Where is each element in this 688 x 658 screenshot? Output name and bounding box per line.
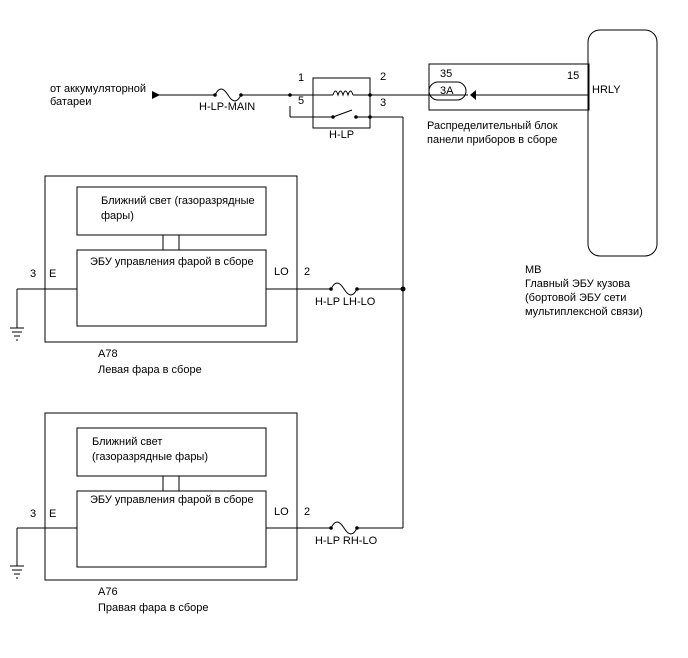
source-label-1: от аккумуляторной — [50, 83, 147, 95]
relay-pin-1: 1 — [298, 72, 305, 84]
connector-3a — [428, 81, 467, 101]
body-ecu-name-3: мультиплексной связи) — [525, 306, 643, 318]
body-ecu-code: MB — [525, 264, 542, 276]
body-ecu-name-1: Главный ЭБУ кузова — [525, 278, 631, 290]
body-ecu-terminal: HRLY — [592, 84, 621, 96]
junction-block-box — [428, 63, 590, 111]
main-fuse-label: H-LP-MAIN — [199, 101, 256, 113]
right-lamp-connector — [162, 475, 180, 492]
body-ecu-pin: 15 — [567, 70, 580, 82]
left-term-lo: LO — [274, 266, 289, 278]
left-lo-fuse-label: H-LP LH-LO — [315, 296, 376, 308]
body-ecu-box — [587, 29, 658, 257]
relay-coil-icon — [332, 90, 354, 97]
relay-box — [312, 77, 371, 129]
junction-connector-label: 3A — [440, 85, 454, 97]
left-ground-icon — [10, 327, 24, 341]
left-pin-lo: 2 — [304, 266, 311, 278]
left-lamp-label-2: фары) — [101, 210, 134, 222]
right-lo-fuse-label: H-LP RH-LO — [315, 535, 378, 547]
relay-pin-2: 2 — [380, 71, 387, 83]
relay-pin-3: 3 — [380, 97, 387, 109]
left-pin-e: 3 — [30, 268, 37, 280]
junction-block-name-1: Распределительный блок — [427, 120, 558, 132]
battery-arrow-icon — [152, 91, 160, 99]
connector-pin-icon — [470, 90, 476, 100]
left-lamp-label-1: Ближний свет (газоразрядные — [101, 195, 255, 207]
left-headlamp-code: A78 — [98, 348, 118, 360]
right-ecu-label: ЭБУ управления фарой в сборе — [90, 494, 254, 506]
right-term-e: E — [49, 508, 57, 520]
right-headlamp-name: Правая фара в сборе — [98, 602, 209, 614]
right-lamp-label-1: Ближний свет — [92, 436, 163, 448]
main-fuse-icon — [214, 88, 242, 102]
right-pin-lo: 2 — [304, 506, 311, 518]
right-ecu-box — [76, 490, 267, 568]
body-ecu-name-2: (бортовой ЭБУ сети — [525, 292, 627, 304]
left-headlamp-name: Левая фара в сборе — [98, 364, 202, 376]
right-headlamp-code: A76 — [98, 586, 118, 598]
right-lo-fuse-icon — [330, 521, 358, 535]
right-pin-e: 3 — [30, 508, 37, 520]
right-headlamp-frame — [44, 412, 298, 581]
junction-pin-35: 35 — [440, 68, 453, 80]
right-term-lo: LO — [274, 506, 289, 518]
left-ecu-box — [76, 249, 267, 327]
left-lo-fuse-icon — [330, 282, 358, 296]
junction-block-name-2: панели приборов в сборе — [427, 134, 558, 146]
right-ground-icon — [10, 565, 24, 579]
left-headlamp-frame — [44, 175, 298, 343]
left-lamp-connector — [162, 234, 180, 251]
relay-name: H-LP — [329, 129, 355, 141]
right-lamp-label-2: (газоразрядные фары) — [92, 451, 208, 463]
relay-switch-icon — [332, 109, 353, 118]
source-label-2: батареи — [50, 96, 92, 108]
splice-dot — [400, 286, 406, 292]
left-term-e: E — [49, 268, 57, 280]
relay-pin-5: 5 — [298, 95, 305, 107]
left-ecu-label: ЭБУ управления фарой в сборе — [90, 256, 254, 268]
